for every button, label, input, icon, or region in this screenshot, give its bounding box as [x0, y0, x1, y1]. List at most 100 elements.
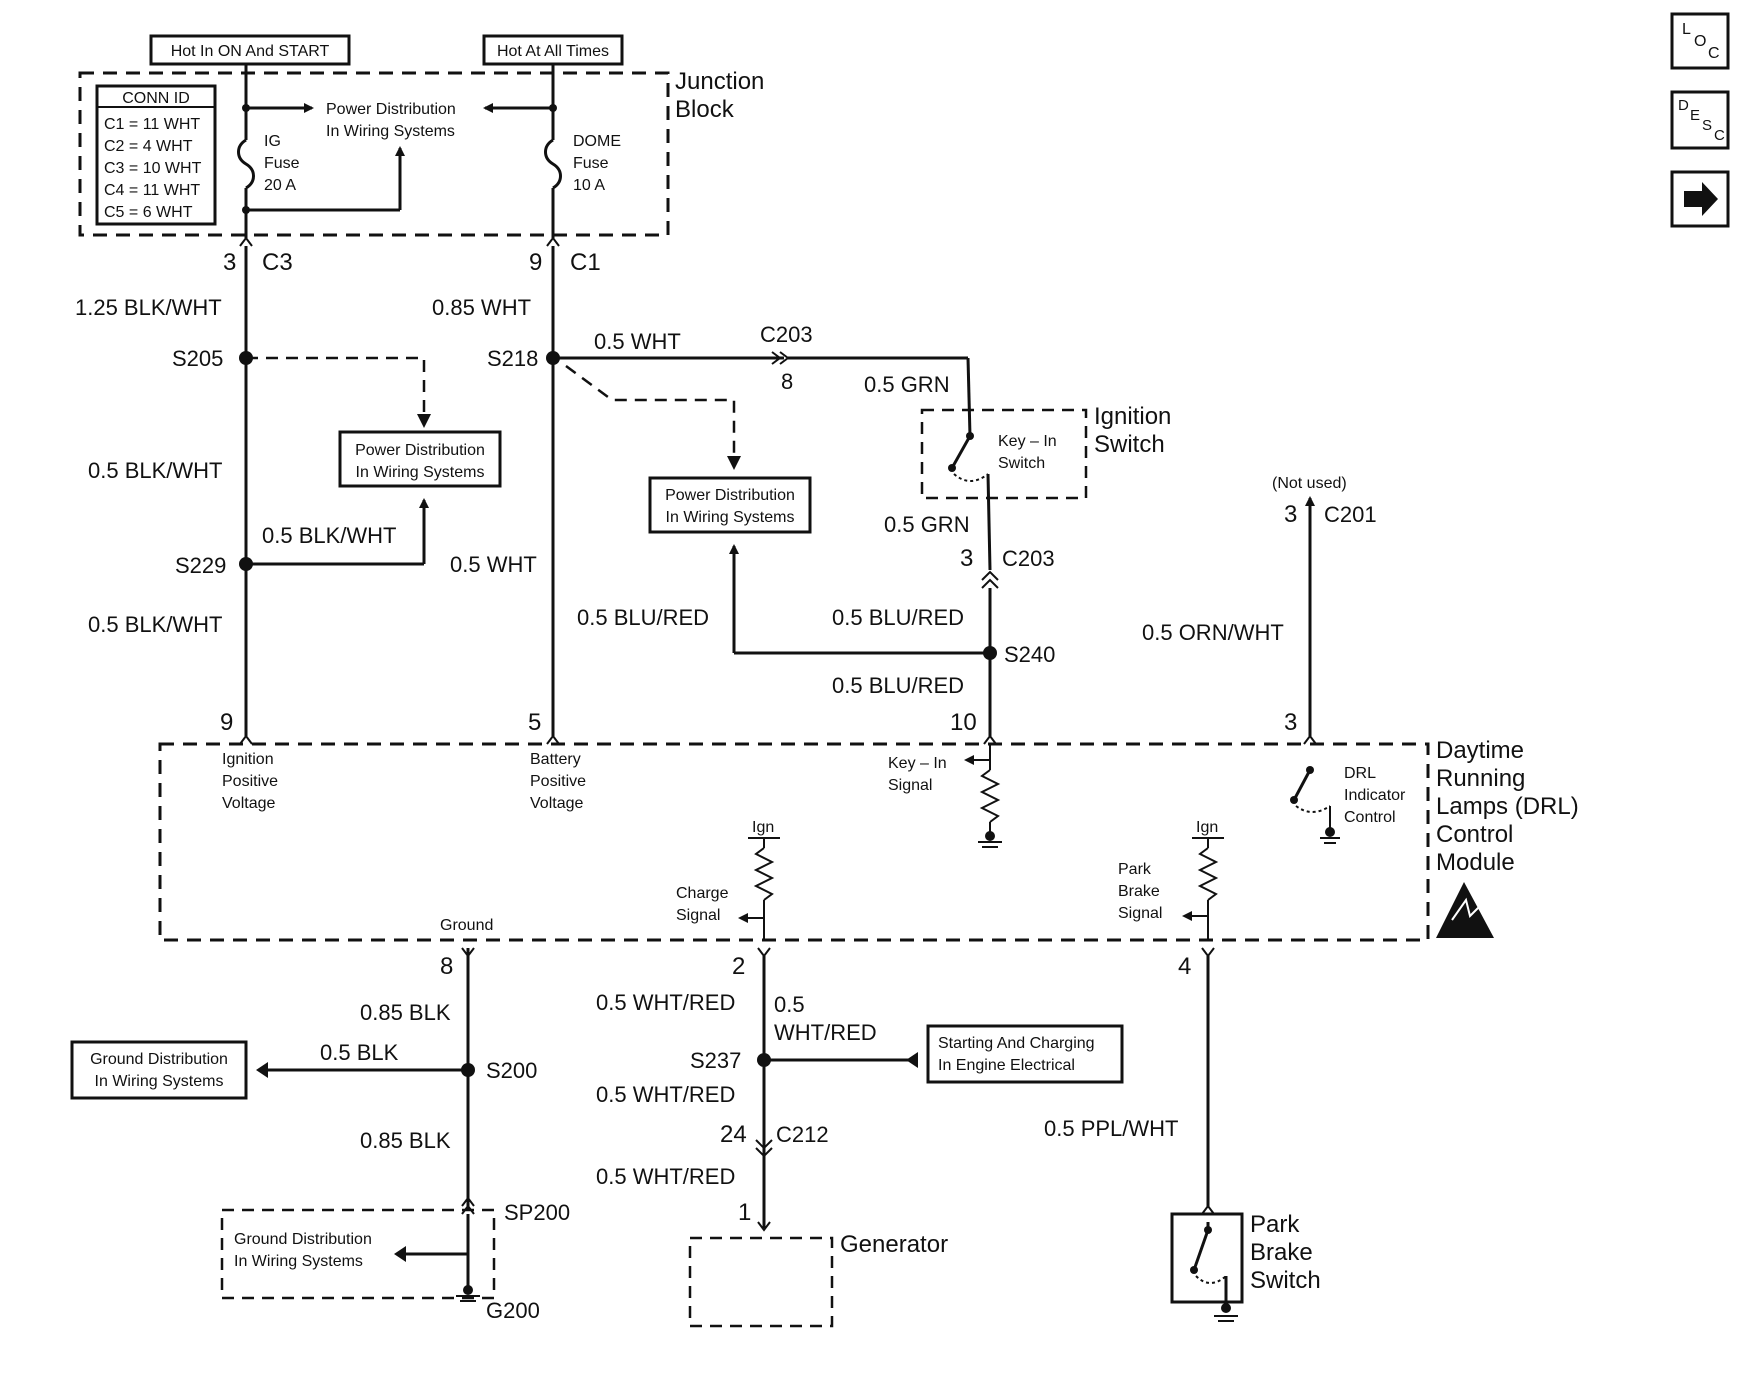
svg-text:C1 = 11 WHT: C1 = 11 WHT	[104, 116, 200, 133]
svg-text:0.85 BLK: 0.85 BLK	[360, 1128, 451, 1153]
svg-text:Ground: Ground	[440, 917, 493, 934]
svg-text:10 A: 10 A	[573, 177, 605, 194]
svg-text:O: O	[1694, 33, 1706, 50]
svg-text:Charge: Charge	[676, 885, 729, 902]
svg-text:4: 4	[1178, 953, 1191, 980]
svg-text:8: 8	[781, 369, 793, 394]
svg-text:8: 8	[440, 953, 453, 980]
svg-text:10: 10	[950, 709, 977, 736]
junction-block	[78, 71, 670, 237]
svg-text:Voltage: Voltage	[530, 795, 583, 812]
svg-text:Switch: Switch	[1250, 1267, 1321, 1294]
svg-text:C: C	[1708, 45, 1720, 62]
svg-text:0.5 BLK/WHT: 0.5 BLK/WHT	[88, 612, 222, 637]
junction-block-title-1: Junction	[675, 68, 764, 95]
svg-text:Hot At All Times: Hot At All Times	[497, 43, 609, 60]
svg-text:S229: S229	[175, 553, 226, 578]
svg-text:Fuse: Fuse	[264, 155, 300, 172]
svg-text:Switch: Switch	[1094, 431, 1165, 458]
svg-text:Generator: Generator	[840, 1231, 948, 1258]
svg-text:S218: S218	[487, 346, 538, 371]
svg-text:0.5 BLU/RED: 0.5 BLU/RED	[577, 605, 709, 630]
svg-text:0.85 BLK: 0.85 BLK	[360, 1000, 451, 1025]
svg-text:0.5 BLU/RED: 0.5 BLU/RED	[832, 605, 964, 630]
svg-text:In Engine Electrical: In Engine Electrical	[938, 1057, 1075, 1074]
connector-c212: C212	[776, 1122, 829, 1147]
svg-text:9: 9	[220, 709, 233, 736]
svg-text:C3 = 10 WHT: C3 = 10 WHT	[104, 160, 202, 177]
svg-text:Running: Running	[1436, 765, 1525, 792]
svg-text:0.5 BLU/RED: 0.5 BLU/RED	[832, 673, 964, 698]
svg-text:Ignition: Ignition	[222, 751, 274, 768]
generator	[688, 1236, 834, 1328]
splice-sp200: SP200	[504, 1200, 570, 1225]
starting-charging-box: Starting And Charging In Engine Electric…	[926, 1024, 1124, 1084]
svg-text:C5 = 6 WHT: C5 = 6 WHT	[104, 204, 193, 221]
svg-text:Power Distribution: Power Distribution	[665, 487, 795, 504]
svg-text:0.5 WHT: 0.5 WHT	[450, 552, 537, 577]
svg-text:0.5 PPL/WHT: 0.5 PPL/WHT	[1044, 1116, 1178, 1141]
svg-text:L: L	[1682, 21, 1691, 38]
svg-text:Positive: Positive	[222, 773, 278, 790]
svg-text:C4 = 11 WHT: C4 = 11 WHT	[104, 182, 200, 199]
svg-text:S240: S240	[1004, 642, 1055, 667]
svg-text:Control: Control	[1436, 821, 1513, 848]
desc-icon[interactable]: D E S C	[1670, 90, 1730, 150]
ignition-switch	[920, 408, 1088, 500]
svg-text:Key – In: Key – In	[888, 755, 947, 772]
svg-text:0.5 BLK/WHT: 0.5 BLK/WHT	[88, 458, 222, 483]
svg-text:Signal: Signal	[1118, 905, 1162, 922]
loc-icon[interactable]: L O C	[1670, 12, 1730, 70]
svg-text:WHT/RED: WHT/RED	[774, 1020, 877, 1045]
svg-text:Module: Module	[1436, 849, 1515, 876]
svg-text:0.5: 0.5	[774, 992, 805, 1017]
svg-text:0.5 BLK/WHT: 0.5 BLK/WHT	[262, 523, 396, 548]
svg-text:Power Distribution: Power Distribution	[355, 442, 485, 459]
svg-text:Signal: Signal	[676, 907, 720, 924]
svg-text:0.5 WHT/RED: 0.5 WHT/RED	[596, 990, 735, 1015]
svg-text:Fuse: Fuse	[573, 155, 609, 172]
svg-text:3: 3	[1284, 501, 1297, 528]
svg-text:C2 = 4 WHT: C2 = 4 WHT	[104, 138, 193, 155]
junction-block-title-2: Block	[675, 96, 735, 123]
svg-text:0.5 WHT: 0.5 WHT	[594, 329, 681, 354]
svg-text:0.5 WHT/RED: 0.5 WHT/RED	[596, 1164, 735, 1189]
svg-text:Ign: Ign	[1196, 819, 1218, 836]
ground-distribution-box-a: Ground Distribution In Wiring Systems	[70, 1040, 248, 1100]
svg-text:(Not used): (Not used)	[1272, 475, 1347, 492]
svg-text:Ignition: Ignition	[1094, 403, 1171, 430]
pulldown-resistor	[979, 769, 1001, 823]
svg-text:DRL: DRL	[1344, 765, 1376, 782]
svg-text:Switch: Switch	[998, 455, 1045, 472]
svg-text:Starting And Charging: Starting And Charging	[938, 1035, 1095, 1052]
svg-text:2: 2	[732, 953, 745, 980]
svg-text:24: 24	[720, 1121, 747, 1148]
connector-c203-bottom: C203	[1002, 546, 1055, 571]
esd-warning-icon	[1436, 882, 1494, 938]
next-arrow-icon[interactable]	[1670, 170, 1730, 228]
svg-text:20 A: 20 A	[264, 177, 296, 194]
svg-text:D: D	[1678, 97, 1689, 114]
svg-text:0.5 ORN/WHT: 0.5 ORN/WHT	[1142, 620, 1284, 645]
svg-text:Positive: Positive	[530, 773, 586, 790]
svg-text:3: 3	[1284, 709, 1297, 736]
svg-text:1: 1	[738, 1199, 751, 1226]
svg-text:In Wiring Systems: In Wiring Systems	[234, 1253, 363, 1270]
svg-text:1.25 BLK/WHT: 1.25 BLK/WHT	[75, 295, 222, 320]
svg-text:Ign: Ign	[752, 819, 774, 836]
svg-text:Park: Park	[1118, 861, 1152, 878]
power-distribution-box-a: Power Distribution In Wiring Systems	[338, 430, 502, 488]
svg-text:5: 5	[528, 709, 541, 736]
svg-text:0.5 BLK: 0.5 BLK	[320, 1040, 399, 1065]
svg-text:0.85 WHT: 0.85 WHT	[432, 295, 531, 320]
svg-text:Key – In: Key – In	[998, 433, 1057, 450]
drl-control-module	[158, 742, 1430, 942]
svg-text:In Wiring Systems: In Wiring Systems	[356, 464, 485, 481]
connector-c1: C1	[570, 249, 601, 276]
svg-text:Control: Control	[1344, 809, 1396, 826]
svg-text:S: S	[1702, 117, 1712, 134]
svg-text:Brake: Brake	[1118, 883, 1160, 900]
conn-id-table: CONN ID C1 = 11 WHT C2 = 4 WHT C3 = 10 W…	[95, 84, 217, 226]
svg-text:Battery: Battery	[530, 751, 581, 768]
jb-power-distribution-1: Power Distribution	[326, 101, 456, 118]
